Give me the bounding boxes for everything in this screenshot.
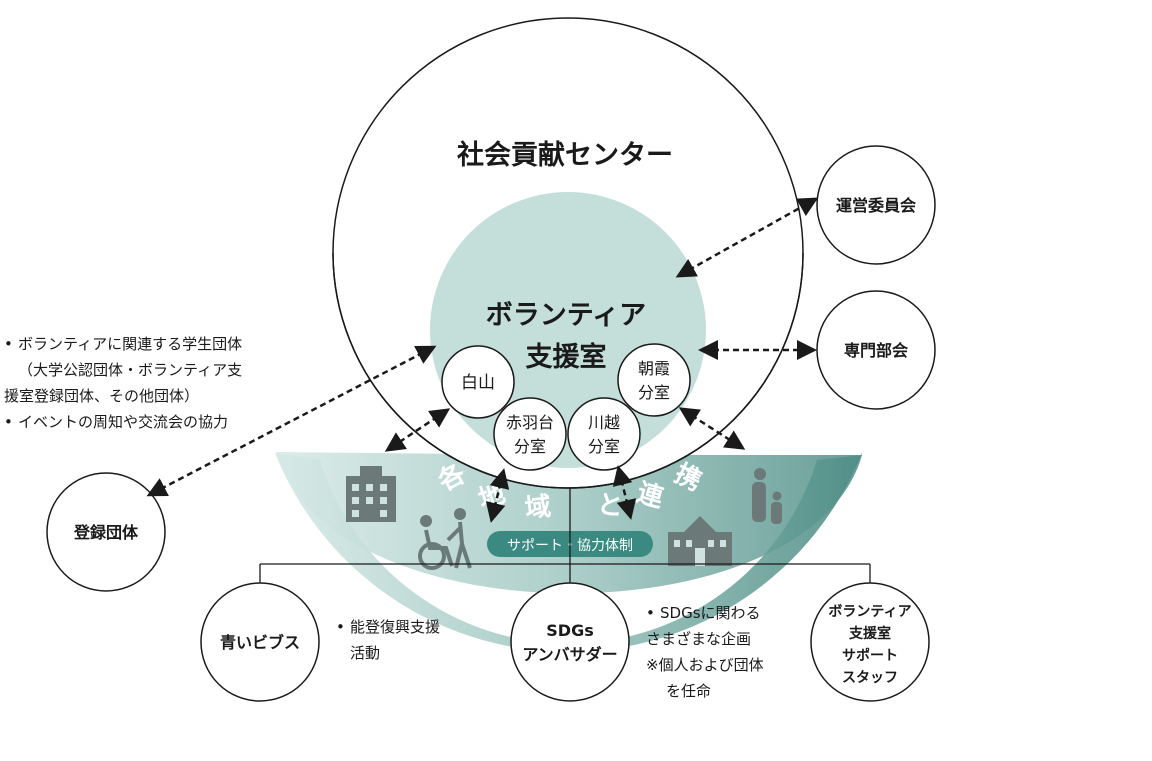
office-title-line2: 支援室 xyxy=(526,341,607,373)
steering-committee-label: 運営委員会 xyxy=(836,196,916,215)
sdgs-ambassador-label-2: アンバサダー xyxy=(522,645,617,664)
campus-akabanedai: 赤羽台 分室 xyxy=(493,397,567,471)
campus-akabanedai-label-1: 赤羽台 xyxy=(506,413,554,432)
arrow-asaka-region xyxy=(678,407,746,450)
sdgs-ambassador-label-1: SDGs xyxy=(546,621,593,640)
registered-groups-note-1: ボランティアに関連する学生団体 xyxy=(4,331,242,357)
sdgs-ambassador-note-1: SDGsに関わる xyxy=(646,600,764,626)
campus-hakusan-label: 白山 xyxy=(461,373,495,393)
region-char-3: 域 xyxy=(523,492,552,525)
arrow-kawagoe-region xyxy=(612,465,637,520)
sdgs-ambassador-note-2: さまざまな企画 xyxy=(646,630,752,648)
campus-asaka: 朝霞 分室 xyxy=(617,343,691,417)
sdgs-ambassador-note-3: ※個人および団体 xyxy=(646,656,764,674)
sdgs-ambassador-note-4: を任命 xyxy=(666,682,712,700)
campus-kawagoe-label-2: 分室 xyxy=(588,437,620,456)
aoi-bibs-node: 青いビブス xyxy=(200,582,320,702)
steering-committee-node: 運営委員会 xyxy=(816,145,936,265)
expert-committee-node: 専門部会 xyxy=(816,290,936,410)
support-staff-label-4: スタッフ xyxy=(842,670,898,686)
registered-groups-note-2: （大学公認団体・ボランティア支 xyxy=(18,361,243,379)
region-char-4: と xyxy=(595,490,624,523)
arrow-office-registered xyxy=(146,345,437,497)
tree-connector xyxy=(259,488,871,583)
campus-asaka-label-1: 朝霞 xyxy=(638,359,670,378)
arrow-akabanedai-region xyxy=(485,468,510,523)
campus-kawagoe-label-1: 川越 xyxy=(588,413,620,432)
wheelchair-assist-icon xyxy=(418,508,472,570)
support-staff-label-2: 支援室 xyxy=(848,625,891,642)
office-title-line1: ボランティア xyxy=(486,300,646,331)
registered-groups-note-3: 援室登録団体、その他団体） xyxy=(4,387,200,405)
registered-groups-node: 登録団体 xyxy=(46,472,166,592)
arrow-hakusan-region xyxy=(384,408,451,452)
aoi-bibs-note-2: 活動 xyxy=(350,644,381,662)
aoi-bibs-notes: 能登復興支援 活動 xyxy=(336,614,440,666)
sdgs-ambassador-notes: SDGsに関わる さまざまな企画 ※個人および団体 を任命 xyxy=(646,600,764,704)
support-staff-label-1: ボランティア xyxy=(828,604,911,620)
aoi-bibs-label: 青いビブス xyxy=(220,633,300,652)
support-staff-label-3: サポート xyxy=(842,647,898,664)
school-icon xyxy=(668,516,732,566)
aoi-bibs-note-1: 能登復興支援 xyxy=(336,614,440,640)
registered-groups-note-4: イベントの周知や交流会の協力 xyxy=(4,409,242,435)
parent-child-icon xyxy=(752,468,782,524)
campus-akabanedai-label-2: 分室 xyxy=(514,437,546,456)
campus-asaka-label-2: 分室 xyxy=(638,383,670,402)
campus-kawagoe: 川越 分室 xyxy=(567,397,641,471)
expert-committee-label: 専門部会 xyxy=(844,341,908,360)
center-title: 社会貢献センター xyxy=(457,139,673,171)
arrow-center-steering xyxy=(675,197,819,278)
sdgs-ambassador-node: SDGs アンバサダー xyxy=(510,582,630,702)
registered-groups-label: 登録団体 xyxy=(73,523,139,542)
registered-groups-notes: ボランティアに関連する学生団体 （大学公認団体・ボランティア支 援室登録団体、そ… xyxy=(4,331,242,435)
campus-hakusan: 白山 xyxy=(441,345,515,419)
support-staff-node: ボランティア 支援室 サポート スタッフ xyxy=(810,582,930,702)
